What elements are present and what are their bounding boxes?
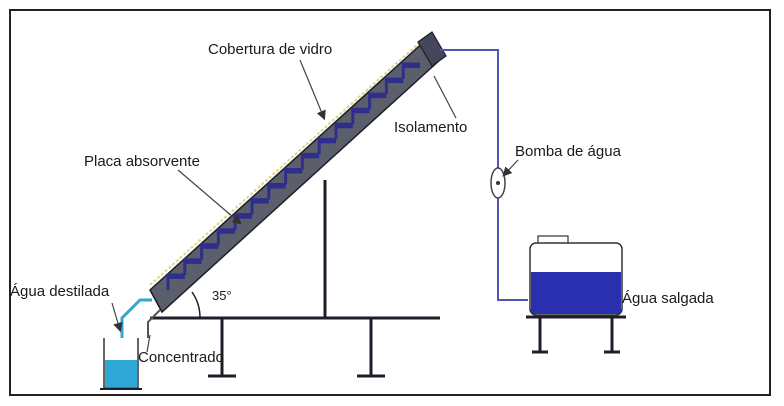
absorber-plate-steps <box>166 62 420 290</box>
absorber-step-tread <box>168 274 185 279</box>
absorber-step-tread <box>336 124 353 129</box>
insulation-cap <box>417 31 447 67</box>
absorber-step-tread <box>386 79 404 84</box>
distilled-water-leader <box>111 302 123 333</box>
absorber-step-tread <box>319 139 336 144</box>
absorber-step-tread <box>403 64 420 68</box>
salt-water-tank <box>526 235 626 354</box>
absorber-step <box>368 92 387 110</box>
absorber-step-tread <box>218 229 236 234</box>
glass-cover-label: Cobertura de vidro <box>208 41 332 58</box>
frame-border <box>9 9 771 396</box>
absorber-step <box>267 183 286 200</box>
feed-pipe <box>440 49 528 301</box>
angle-label: 35° <box>212 288 232 303</box>
pump-center <box>496 181 500 185</box>
absorber-step <box>216 228 236 245</box>
beaker-water <box>105 360 137 387</box>
glass-cover-leader <box>299 59 326 121</box>
distilled-water-label: Água destilada <box>10 283 110 300</box>
distillate-beaker <box>100 338 142 390</box>
concentrate-leader <box>146 334 151 353</box>
absorber-step-tread <box>302 154 320 159</box>
absorber-step-tread <box>201 244 219 249</box>
angle-arc <box>191 291 201 319</box>
tank-water <box>531 272 621 314</box>
absorber-step-tread <box>252 199 269 204</box>
absorber-step <box>166 273 185 290</box>
insulation-label: Isolamento <box>394 119 467 136</box>
insulation-leader <box>433 75 457 119</box>
absorber-step-tread <box>285 169 303 174</box>
absorber-step-tread <box>184 259 202 264</box>
absorber-plate-label: Placa absorvente <box>84 153 200 170</box>
absorber-step-tread <box>268 184 286 189</box>
absorber-step <box>317 137 336 155</box>
absorber-step-tread <box>235 214 252 219</box>
water-pump-label: Bomba de água <box>515 143 622 160</box>
concentrate-label: Concentrado <box>138 349 224 366</box>
absorber-step-tread <box>352 109 370 114</box>
concentrate-pipe <box>147 309 161 338</box>
glass-cover <box>149 34 429 286</box>
salt-water-label: Água salgada <box>622 290 714 307</box>
absorber-step-tread <box>369 94 387 99</box>
absorber-plate-leader <box>177 169 242 225</box>
pump-leader <box>502 159 519 177</box>
